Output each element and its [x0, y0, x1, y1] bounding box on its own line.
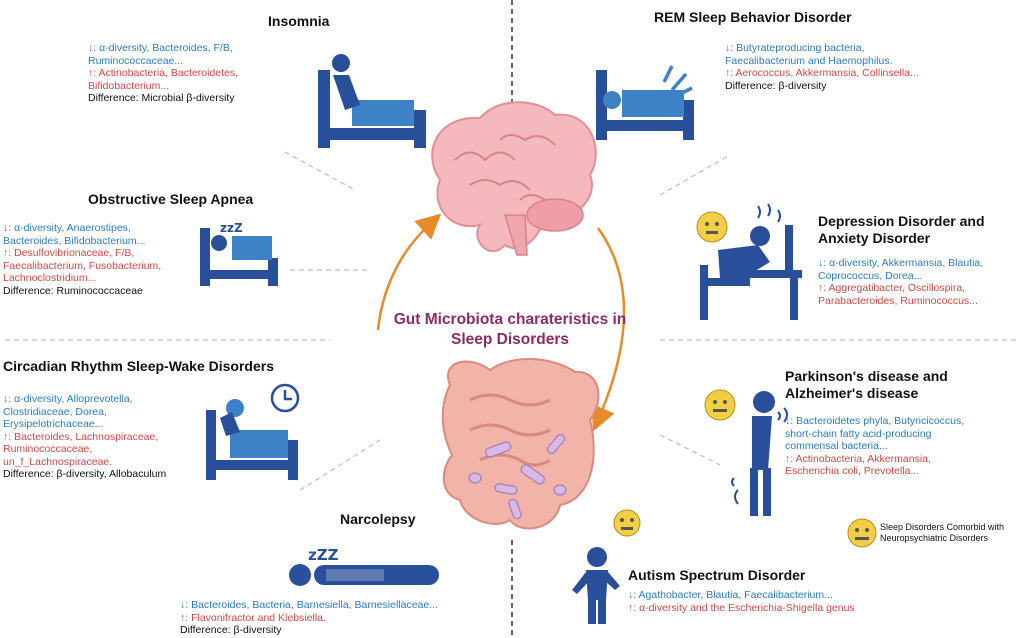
legend-line: Sleep Disorders Comorbid with [880, 522, 1005, 532]
osa-line: ↑: Desulfovibrionaceae, F/B, [3, 247, 135, 259]
circadian-line: Clostridiaceae, Dorea, [3, 405, 107, 418]
insomnia-details: ↓: α-diversity, Bacteroides, F/B, Rumino… [88, 42, 238, 105]
narcolepsy-person-icon: zZZ [289, 546, 439, 586]
parkinson-title-line: Parkinson's disease and [785, 368, 948, 384]
insomnia-bed-icon [318, 54, 426, 148]
parkinson-line: ↓: Bacteroidetes phyla, Butyricicoccus, [785, 415, 965, 427]
osa-line: Faecalibacterium, Fusobacterium, [3, 259, 162, 272]
narcolepsy-title: Narcolepsy [340, 511, 416, 527]
brain-illustration [431, 101, 597, 256]
narcolepsy-line: ↓: Bacteroides, Bacteria, Barnesiella, B… [180, 599, 438, 611]
gut-illustration [441, 358, 600, 530]
center-title: Gut Microbiota charateristics in Sleep D… [360, 310, 660, 350]
parkinson-details: ↓: Bacteroidetes phyla, Butyricicoccus, … [785, 415, 964, 478]
divider-parkinson [659, 434, 721, 466]
center-title-line-1: Gut Microbiota charateristics in [393, 311, 627, 328]
insomnia-line: ↑: Actinobacteria, Bacteroidetes, [88, 67, 238, 79]
autism-person-icon [572, 509, 641, 624]
parkinson-person-icon [704, 389, 788, 516]
depression-line: ↑: Aggregatibacter, Oscillospira, [818, 282, 966, 294]
rem-details: ↓: Butyrateproducing bacteria, Faecaliba… [725, 42, 919, 92]
depression-title-line: Anxiety Disorder [818, 230, 931, 246]
osa-line: ↓: α-diversity, Anaerostipes, [3, 222, 131, 234]
cycle-arrows [376, 213, 626, 432]
rem-line: Faecalibacterium and Haemophilus. [725, 54, 893, 67]
divider-lines [5, 151, 1018, 491]
circadian-line: Difference: β-diversity, Allobaculum [3, 468, 167, 480]
circadian-title: Circadian Rhythm Sleep-Wake Disorders [3, 358, 275, 374]
autism-details: ↓: Agathobacter, Blautia, Faecalibacteri… [628, 589, 855, 614]
insomnia-line: Bifidobacterium... [88, 79, 170, 92]
depression-title: Depression Disorder and Anxiety Disorder [818, 213, 985, 247]
circadian-details: ↓: α-diversity, Alloprevotella, Clostrid… [3, 393, 166, 481]
osa-line: Lachnoclostridium... [3, 272, 97, 284]
rem-line: ↑: Aerococcus, Akkermansia, Collinsella.… [725, 67, 919, 79]
parkinson-title: Parkinson's disease and Alzheimer's dise… [785, 368, 948, 402]
insomnia-line: Ruminococcaceae... [88, 54, 184, 67]
svg-text:zZZ: zZZ [308, 546, 339, 564]
autism-line: ↑: α-diversity and the Escherichia-Shige… [628, 601, 855, 614]
narcolepsy-line: ↑: Flavonifractor and Klebsiella. [180, 611, 326, 624]
depression-person-icon [696, 203, 802, 320]
divider-insomnia [284, 151, 356, 191]
parkinson-line: commensal bacteria... [785, 440, 888, 452]
legend-text: Sleep Disorders Comorbid with Neuropsych… [880, 522, 1004, 544]
depression-line: ↓: α-diversity, Akkermansia, Blautia, [818, 257, 984, 269]
circadian-line: ↑: Bacteroides, Lachnospiraceae, [3, 430, 159, 443]
depression-title-line: Depression Disorder and [818, 213, 985, 229]
rem-line: Difference: β-diversity [725, 79, 827, 92]
center-title-line-2: Sleep Disorders [450, 331, 570, 348]
circadian-line: Erysipelotrichaceae... [3, 418, 104, 430]
parkinson-line: short-chain fatty acid-producing [785, 427, 932, 440]
osa-line: Bacteroides, Bifidobacterium... [3, 234, 146, 247]
legend-line: Neuropsychiatric Disorders [880, 533, 989, 543]
circadian-line: ↓: α-diversity, Alloprevotella, [3, 393, 133, 405]
legend-emoji-icon [847, 518, 877, 548]
divider-rem [659, 154, 731, 196]
narcolepsy-details: ↓: Bacteroides, Bacteria, Barnesiella, B… [180, 599, 438, 637]
osa-line: Difference: Ruminococcaceae [3, 284, 143, 297]
parkinson-line: ↑: Actinobacteria, Akkermansia, [785, 452, 931, 465]
arrow-brain-to-gut [591, 227, 626, 432]
autism-line: ↓: Agathobacter, Blautia, Faecalibacteri… [628, 589, 833, 601]
depression-details: ↓: α-diversity, Akkermansia, Blautia, Co… [818, 257, 983, 307]
autism-title: Autism Spectrum Disorder [628, 567, 806, 583]
narcolepsy-line: Difference: β-diversity [180, 624, 282, 636]
depression-line: Coprococcus, Dorea... [818, 269, 923, 282]
circadian-line: un_f_Lachnospiraceae. [3, 455, 113, 468]
rem-bed-icon [596, 65, 694, 140]
rem-title: REM Sleep Behavior Disorder [654, 9, 852, 25]
insomnia-line: ↓: α-diversity, Bacteroides, F/B, [88, 42, 233, 54]
parkinson-line: Escherichia coli, Prevotella... [785, 465, 920, 477]
osa-details: ↓: α-diversity, Anaerostipes, Bacteroide… [3, 222, 161, 297]
svg-text:zzZ: zzZ [220, 221, 243, 235]
divider-narcolepsy [299, 439, 381, 491]
circadian-bed-icon [206, 383, 300, 480]
insomnia-title: Insomnia [268, 13, 330, 29]
circadian-line: Ruminococcaceae, [3, 443, 93, 455]
parkinson-title-line: Alzheimer's disease [785, 385, 919, 401]
rem-line: ↓: Butyrateproducing bacteria, [725, 42, 865, 54]
arrow-gut-to-brain [376, 213, 442, 331]
depression-line: Parabacteroides, Ruminococcus... [818, 294, 978, 307]
osa-title: Obstructive Sleep Apnea [88, 191, 254, 207]
insomnia-line: Difference: Microbial β-diversity [88, 92, 235, 104]
osa-bed-icon: zzZ [200, 221, 278, 286]
